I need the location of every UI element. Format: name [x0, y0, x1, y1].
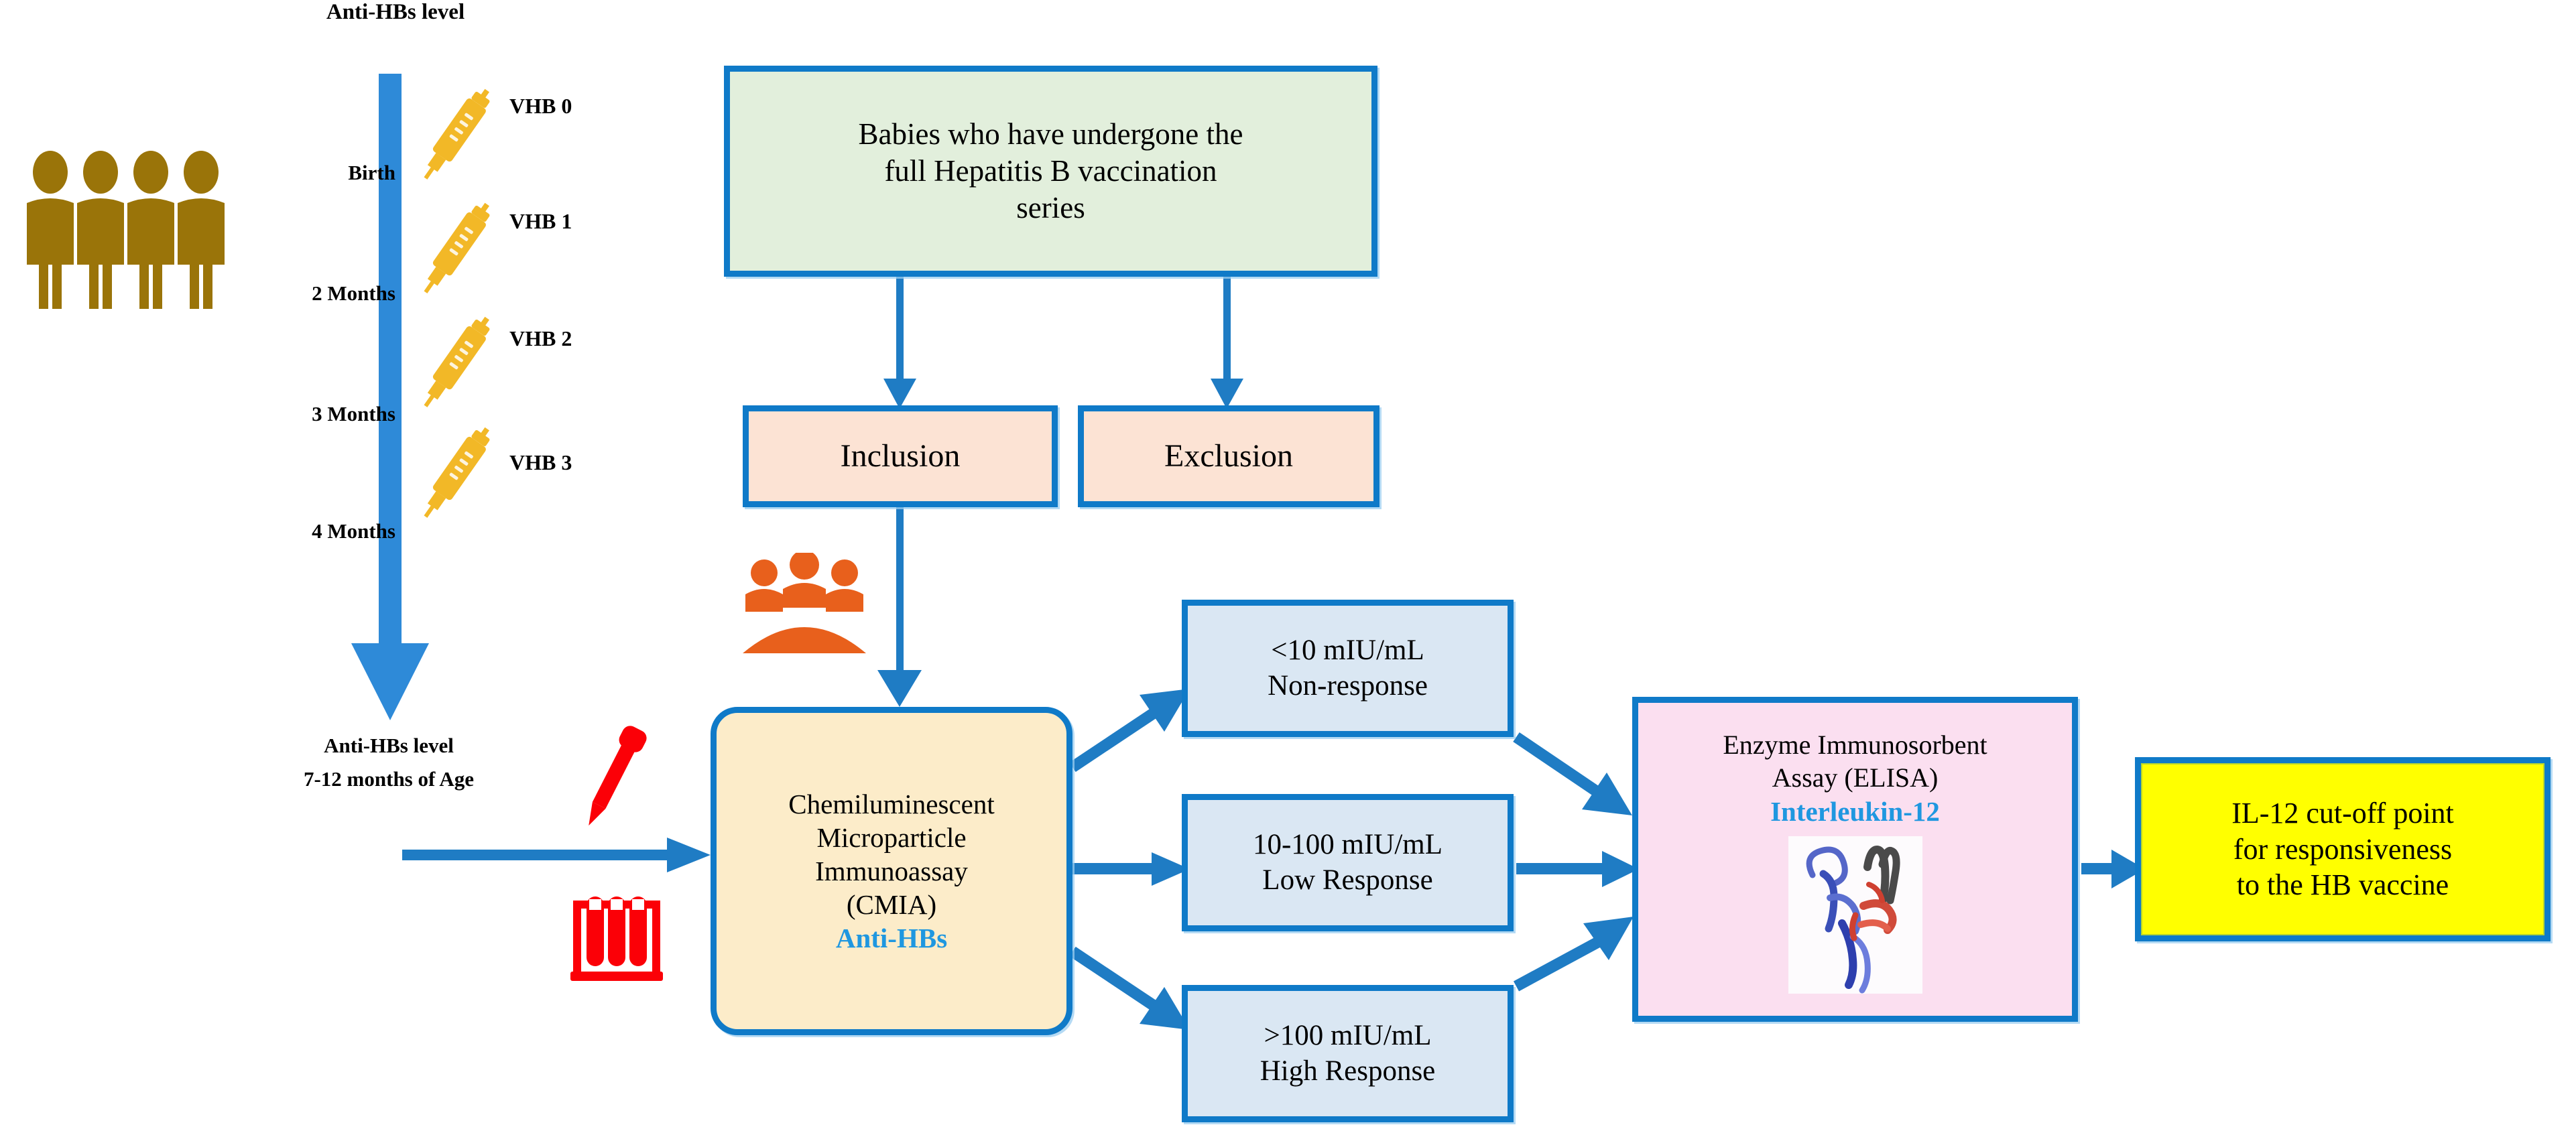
inclusion-label: Inclusion: [840, 438, 961, 474]
outcome-line-1: IL-12 cut-off point: [2231, 796, 2454, 829]
response-box-high-response: >100 mIU/mL High Response: [1182, 985, 1514, 1122]
elisa-line-2: Assay (ELISA): [1772, 762, 1939, 793]
outcome-line-3: to the HB vaccine: [2236, 868, 2449, 902]
arrow-nonresponse-to-elisa: [1513, 732, 1632, 815]
elisa-box: Enzyme Immunosorbent Assay (ELISA) Inter…: [1632, 697, 2078, 1022]
population-box: Babies who have undergone the full Hepat…: [724, 66, 1377, 277]
timeline-age-3-months: 3 Months: [312, 402, 395, 425]
people-group-icon: [20, 151, 241, 315]
arrow-population-to-exclusion: [1211, 276, 1243, 409]
exclusion-box: Exclusion: [1078, 405, 1379, 507]
response-range-0: <10 mIU/mL: [1271, 635, 1424, 667]
response-box-non-response: <10 mIU/mL Non-response: [1182, 600, 1514, 737]
vaccine-dose-0-label: VHB 0: [509, 94, 572, 118]
syringe-icon: [416, 308, 496, 419]
response-label-2: High Response: [1260, 1055, 1436, 1087]
vaccine-dose-1-label: VHB 1: [509, 209, 572, 233]
outcome-line-2: for responsiveness: [2233, 832, 2453, 866]
arrow-inclusion-to-cmia: [877, 507, 922, 707]
elisa-line-1: Enzyme Immunosorbent: [1723, 730, 1987, 760]
response-box-low-response: 10-100 mIU/mL Low Response: [1182, 794, 1514, 931]
response-range-1: 10-100 mIU/mL: [1252, 829, 1443, 861]
cmia-accent-label: Anti-HBs: [835, 923, 948, 954]
cmia-line-2: Microparticle: [816, 821, 967, 853]
exclusion-label: Exclusion: [1164, 438, 1293, 474]
arrow-cmia-to-lowresponse: [1072, 852, 1190, 886]
inclusion-box: Inclusion: [743, 405, 1058, 507]
cmia-box: Chemiluminescent Microparticle Immunoass…: [711, 707, 1072, 1035]
arrow-lowresponse-to-elisa: [1516, 851, 1639, 887]
arrow-highresponse-to-elisa: [1513, 917, 1634, 992]
blood-draw-arrow: [402, 838, 711, 872]
blood-test-tubes-icon: [566, 891, 667, 988]
followup-label-line2: 7-12 months of Age: [303, 767, 475, 791]
vaccine-dose-3-label: VHB 3: [509, 450, 572, 474]
cmia-line-4: (CMIA): [846, 889, 937, 920]
timeline-age-4-months: 4 Months: [312, 519, 395, 543]
syringe-icon: [416, 80, 496, 191]
syringe-icon: [416, 419, 496, 529]
blood-dropper-icon: [576, 720, 650, 838]
arrow-cmia-to-highresponse: [1069, 946, 1190, 1030]
population-line-3: series: [1016, 190, 1085, 224]
cmia-line-1: Chemiluminescent: [788, 788, 995, 819]
elisa-accent-label: Interleukin-12: [1770, 795, 1940, 827]
response-range-2: >100 mIU/mL: [1264, 1020, 1432, 1052]
cmia-line-3: Immunoassay: [815, 855, 968, 886]
followup-label-line1: Anti-HBs level: [324, 734, 454, 757]
interleukin-12-protein-structure-image: [1638, 836, 2072, 994]
response-label-1: Low Response: [1262, 864, 1433, 896]
response-label-0: Non-response: [1268, 669, 1428, 702]
arrow-population-to-inclusion: [883, 276, 916, 409]
population-line-1: Babies who have undergone the: [858, 117, 1243, 151]
arrow-cmia-to-nonresponse: [1069, 689, 1190, 773]
participants-group-icon: [737, 550, 871, 663]
population-line-2: full Hepatitis B vaccination: [884, 154, 1217, 188]
timeline-header: Anti-HBs level: [326, 0, 465, 24]
timeline-age-2-months: 2 Months: [312, 281, 395, 305]
vaccine-dose-2-label: VHB 2: [509, 326, 572, 350]
outcome-box: IL-12 cut-off point for responsiveness t…: [2135, 757, 2551, 941]
syringe-icon: [416, 194, 496, 305]
timeline-age-birth: Birth: [348, 161, 395, 184]
